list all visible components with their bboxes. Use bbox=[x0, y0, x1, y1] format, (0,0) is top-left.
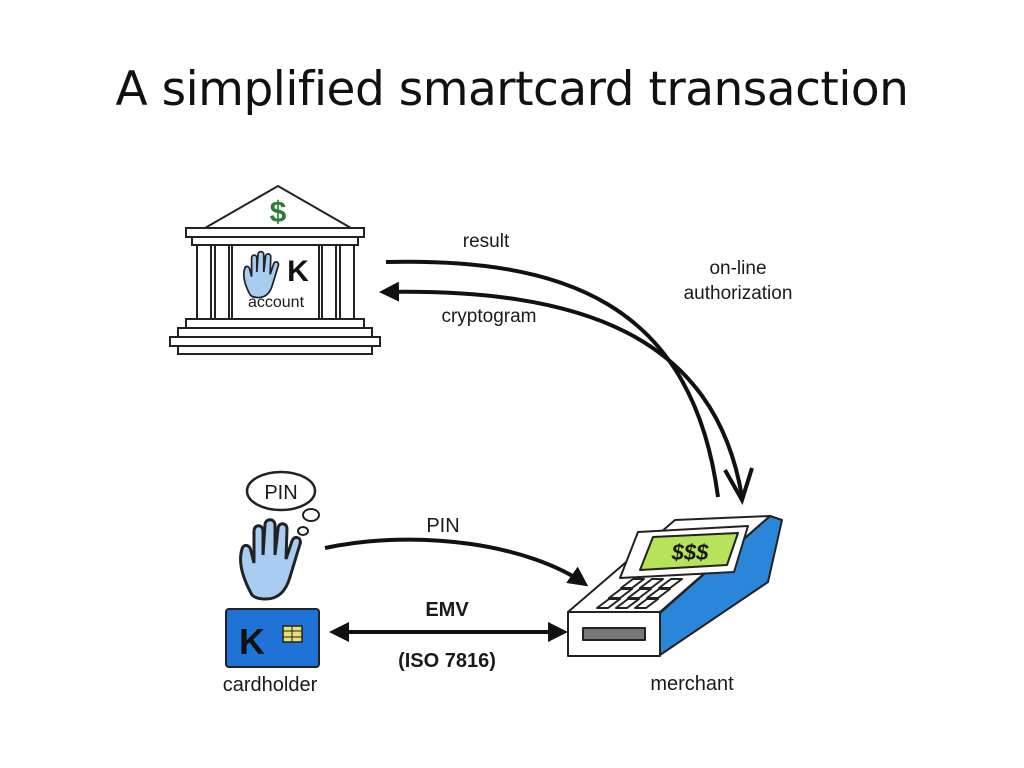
merchant-label: merchant bbox=[650, 673, 734, 695]
thought-dot-large bbox=[302, 508, 320, 522]
bank-building-icon bbox=[169, 184, 381, 355]
bank-hand-icon bbox=[242, 250, 280, 299]
authorization-label: authorization bbox=[684, 283, 793, 304]
slide-title: A simplified smartcard transaction bbox=[115, 62, 909, 117]
online-label: on-line bbox=[709, 258, 766, 279]
cryptogram-arrow bbox=[379, 281, 744, 498]
result-arrow bbox=[385, 259, 720, 498]
card-letter: K bbox=[239, 621, 265, 662]
thought-dot-medium bbox=[297, 526, 309, 536]
bank-card-letter: K bbox=[287, 255, 309, 288]
merchant-terminal-icon bbox=[567, 515, 783, 657]
cryptogram-label: cryptogram bbox=[441, 306, 536, 327]
bank-dollar-icon: $ bbox=[270, 196, 287, 229]
online-authorization-arrowhead bbox=[723, 467, 754, 505]
emv-label: EMV bbox=[425, 599, 469, 621]
smartcard-icon bbox=[225, 608, 320, 668]
pin-arrow bbox=[324, 537, 589, 587]
cardholder-hand-icon bbox=[238, 518, 302, 601]
result-label: result bbox=[463, 231, 510, 252]
iso-label: (ISO 7816) bbox=[398, 650, 496, 672]
bank-account-label: account bbox=[248, 294, 305, 311]
cardholder-label: cardholder bbox=[223, 674, 318, 696]
pin-thought-bubble bbox=[245, 470, 317, 512]
pin-flow-label: PIN bbox=[426, 515, 459, 537]
pin-thought-text: PIN bbox=[264, 482, 297, 504]
terminal-display-text: $$$ bbox=[671, 540, 709, 565]
